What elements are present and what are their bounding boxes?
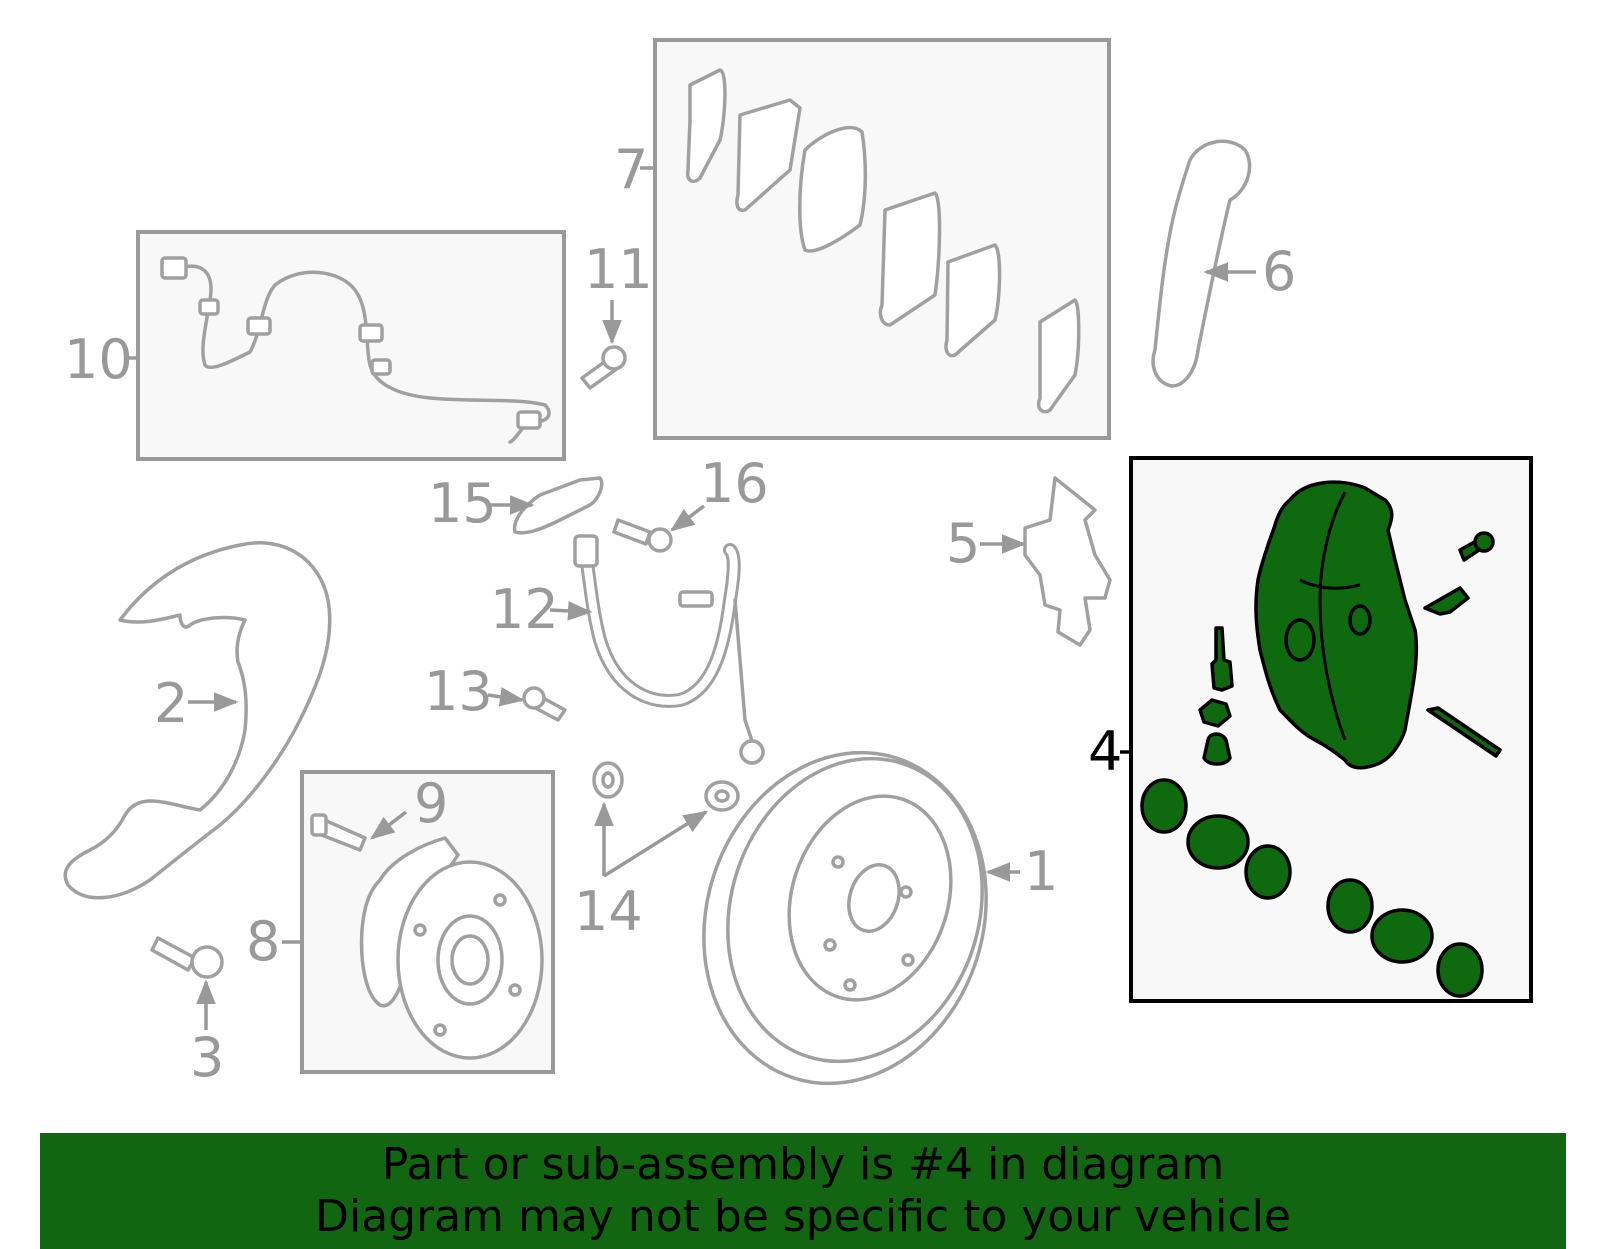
part-15-bracket[interactable] <box>512 476 604 535</box>
label-15[interactable]: 15 <box>428 472 497 535</box>
caliper-pin[interactable] <box>1426 706 1502 758</box>
caliper-clip[interactable] <box>1423 586 1470 616</box>
part-1-brake-rotor[interactable] <box>662 716 1028 1121</box>
banner-line-1: Part or sub-assembly is #4 in diagram <box>381 1139 1225 1190</box>
part-11-bolt[interactable] <box>580 345 627 390</box>
part-8-wheel-hub[interactable] <box>359 836 544 1060</box>
part-7-brake-pad-set[interactable] <box>685 68 1081 414</box>
piston-1[interactable] <box>1186 814 1250 870</box>
part-3-bolt[interactable] <box>150 936 224 979</box>
part-6-caliper-cover[interactable] <box>1151 139 1252 388</box>
label-16[interactable]: 16 <box>700 452 769 515</box>
label-8[interactable]: 8 <box>246 910 280 973</box>
label-12[interactable]: 12 <box>490 578 559 641</box>
group-box-10 <box>136 230 566 461</box>
part-5-caliper-bracket[interactable] <box>1023 476 1112 647</box>
piston-seal-1[interactable] <box>1140 778 1188 834</box>
label-4[interactable]: 4 <box>1088 720 1122 783</box>
label-5[interactable]: 5 <box>946 512 980 575</box>
label-14[interactable]: 14 <box>574 880 643 943</box>
label-6[interactable]: 6 <box>1262 240 1296 303</box>
part-14-washers[interactable] <box>592 761 740 812</box>
group-box-7 <box>653 38 1111 440</box>
label-2[interactable]: 2 <box>154 672 188 735</box>
label-10[interactable]: 10 <box>64 328 133 391</box>
part-10-wheel-speed-sensor[interactable] <box>160 256 551 444</box>
part-9-bolt[interactable] <box>310 813 367 852</box>
label-13[interactable]: 13 <box>424 660 493 723</box>
piston-2[interactable] <box>1244 844 1292 900</box>
caliper-body[interactable] <box>1254 480 1419 770</box>
caliper-cap[interactable] <box>1202 732 1232 766</box>
label-1[interactable]: 1 <box>1024 840 1058 903</box>
label-3[interactable]: 3 <box>190 1026 224 1089</box>
part-2-dust-shield[interactable] <box>63 541 332 900</box>
caliper-nut[interactable] <box>1198 698 1232 728</box>
part-16-bolt[interactable] <box>612 518 673 553</box>
piston-seal-2[interactable] <box>1436 942 1484 998</box>
banner-line-2: Diagram may not be specific to your vehi… <box>315 1191 1291 1242</box>
notice-banner: Part or sub-assembly is #4 in diagram Di… <box>40 1133 1566 1249</box>
piston-4[interactable] <box>1370 908 1434 964</box>
part-13-bolt[interactable] <box>522 686 567 722</box>
label-9[interactable]: 9 <box>414 772 448 835</box>
part-4-brake-caliper-assembly[interactable] <box>1140 480 1502 998</box>
piston-3[interactable] <box>1326 878 1374 934</box>
part-12-brake-hose[interactable] <box>573 534 765 765</box>
label-11[interactable]: 11 <box>584 238 653 301</box>
bleeder-screw[interactable] <box>1210 626 1234 692</box>
